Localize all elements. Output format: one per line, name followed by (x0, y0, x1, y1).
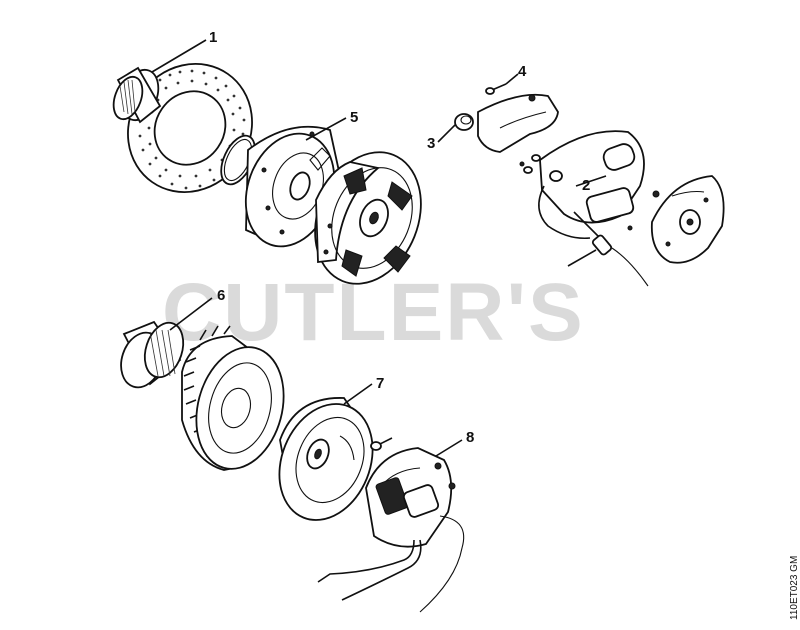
part-1-bearing-and-screen (112, 63, 256, 193)
leader-lines (151, 39, 607, 457)
part-4-screw (485, 83, 507, 95)
part-5-flywheel-assembly (244, 125, 422, 285)
callout-8: 8 (466, 429, 474, 446)
callout-4: 4 (518, 63, 527, 80)
callout-1: 1 (209, 29, 217, 46)
callout-2: 2 (582, 177, 590, 194)
callout-3: 3 (427, 135, 435, 152)
callout-labels: 1 2 3 4 5 6 7 8 (209, 29, 590, 446)
part-3-grommet (454, 113, 474, 131)
callout-6: 6 (217, 287, 225, 304)
callout-5: 5 (350, 109, 358, 126)
drawing-code: 110ET023 GM (789, 556, 800, 620)
ignition-base-plate (650, 175, 725, 264)
callout-7: 7 (376, 375, 384, 392)
part-7-flywheel (278, 397, 374, 521)
part-6-clutch-drum (120, 320, 285, 471)
part-2-ignition-module (519, 130, 660, 287)
ignition-cover (477, 93, 559, 153)
part-8-ignition-armature (317, 437, 465, 613)
